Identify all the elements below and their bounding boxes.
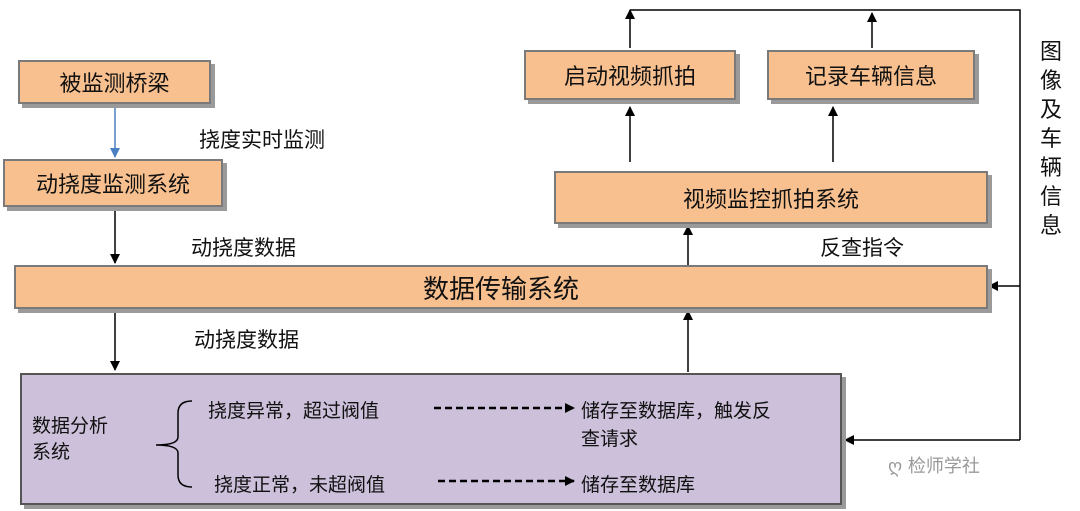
analysis-node: 数据分析 系统 挠度异常，超过阀值 储存至数据库，触发反 查请求 挠度正常，未超…	[20, 373, 842, 505]
analysis-branch-lines	[155, 400, 575, 488]
query-label: 反查指令	[820, 236, 904, 260]
data-label-upper: 动挠度数据	[191, 236, 296, 260]
analysis-title-line2: 系统	[32, 441, 71, 463]
bridge-node: 被监测桥梁	[18, 60, 211, 104]
deflection-monitor-node: 动挠度监测系统	[3, 159, 223, 207]
branch1-condition: 挠度异常，超过阀值	[208, 400, 380, 422]
video-system-node: 视频监控抓拍系统	[554, 171, 988, 224]
watermark: ღ 检师学社	[888, 452, 980, 478]
branch2-result: 储存至数据库	[581, 474, 696, 496]
watermark-text: 检师学社	[907, 456, 980, 477]
branch-brace	[155, 400, 193, 488]
transmission-node: 数据传输系统	[14, 265, 988, 309]
feedback-loop-line	[630, 9, 1021, 440]
data-label-lower: 动挠度数据	[194, 328, 299, 352]
image-vehicle-label: 图像及车辆信息	[1039, 40, 1062, 239]
start-capture-node: 启动视频抓拍	[524, 50, 736, 100]
record-vehicle-node: 记录车辆信息	[767, 50, 975, 100]
wechat-icon: ღ	[888, 456, 903, 477]
branch1-result-line2: 查请求	[581, 428, 639, 450]
branch2-condition: 挠度正常，未超阀值	[214, 474, 386, 496]
realtime-label: 挠度实时监测	[199, 128, 325, 152]
branch1-result-line1: 储存至数据库，触发反	[581, 400, 772, 422]
analysis-title-line1: 数据分析	[32, 415, 109, 437]
